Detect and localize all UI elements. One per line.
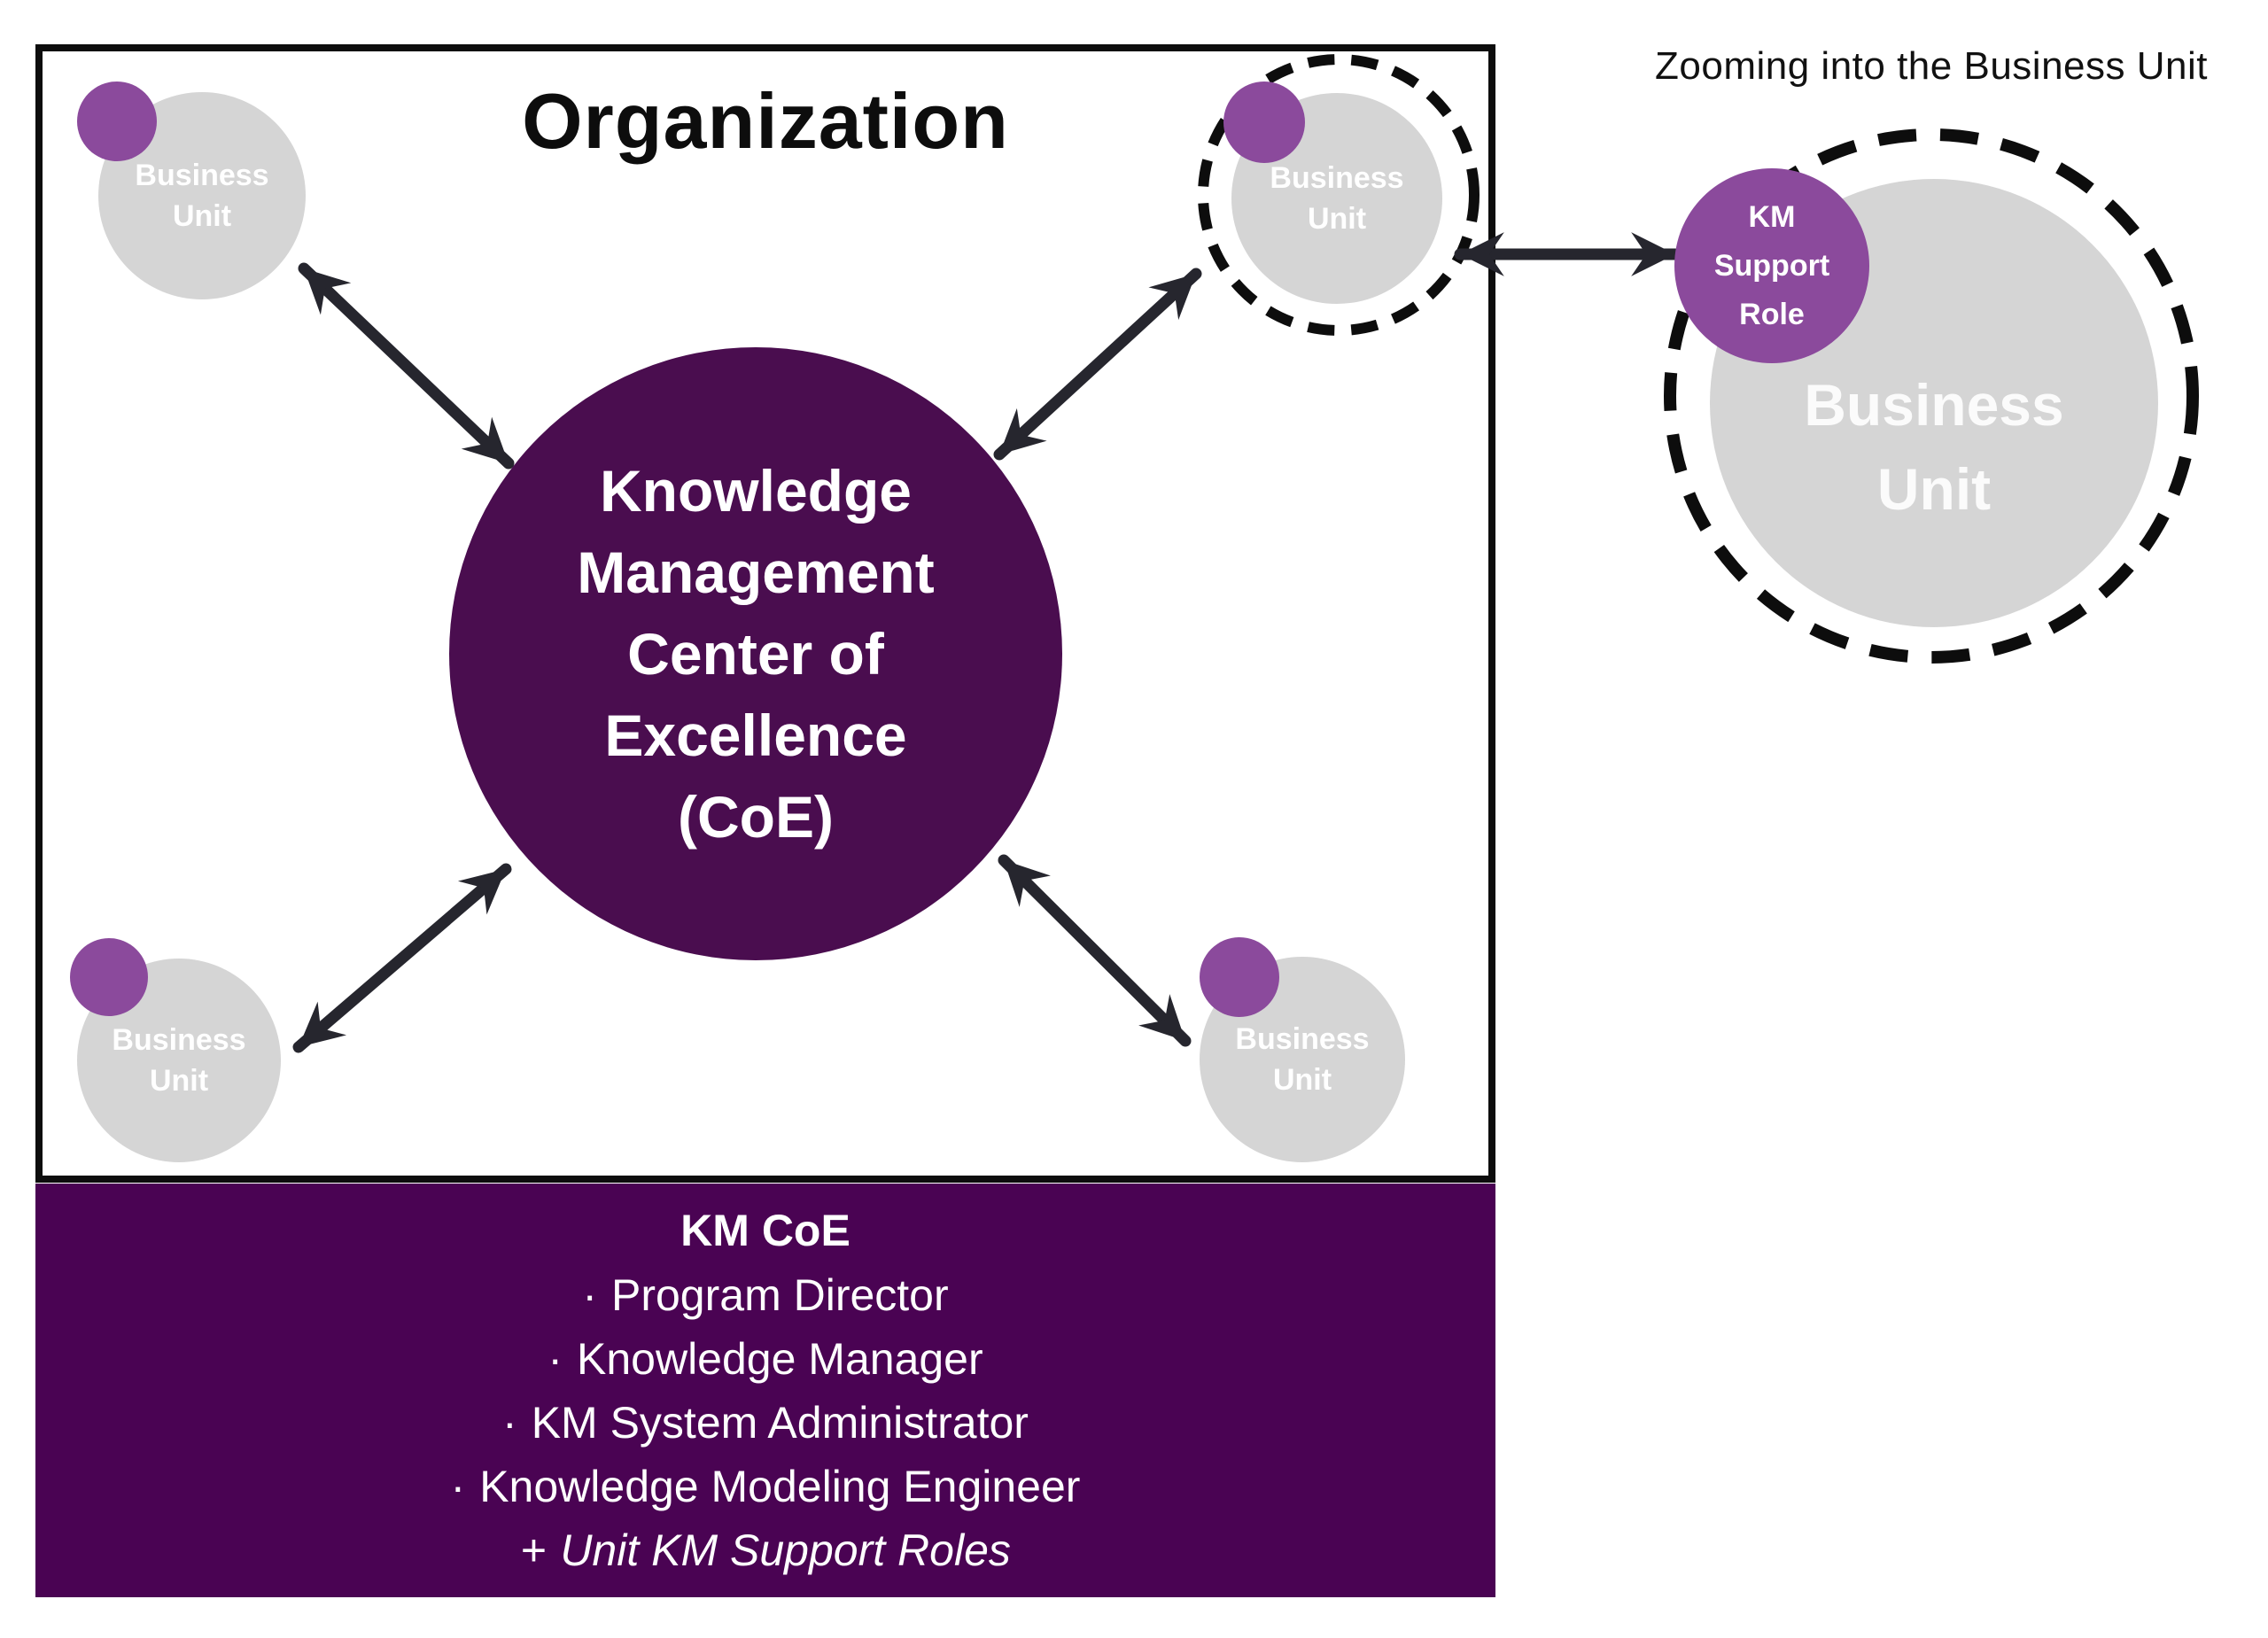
banner-role-list: · Program Director · Knowledge Manager · KM… xyxy=(35,1263,1495,1582)
role-text: Unit KM Support Roles xyxy=(560,1525,1011,1575)
bullet: · xyxy=(548,1334,563,1384)
coe-line: Excellence xyxy=(604,703,907,768)
bu-label-line2: Unit xyxy=(1876,456,1992,522)
bu-top-right-label: Business Unit xyxy=(1231,93,1442,304)
banner-role-item: · Program Director xyxy=(35,1263,1495,1327)
bu-label-line1: Business xyxy=(1804,372,2064,438)
bullet: + xyxy=(520,1525,547,1575)
bullet: · xyxy=(582,1270,597,1320)
bu-bottom-right-km-dot xyxy=(1200,937,1279,1017)
bu-label-line1: Business xyxy=(112,1023,246,1057)
bullet: · xyxy=(502,1398,517,1448)
zoom-bu-label: Business Unit xyxy=(1710,363,2158,532)
km-role-line: Support xyxy=(1713,248,1830,283)
bullet: · xyxy=(450,1462,466,1511)
coe-line: Knowledge xyxy=(599,458,912,524)
bu-bottom-left-km-dot xyxy=(70,938,148,1016)
bu-top-left-label: Business Unit xyxy=(98,92,306,299)
km-support-role-circle: KM Support Role xyxy=(1674,168,1869,363)
role-text: Knowledge Manager xyxy=(577,1334,983,1384)
organization-title: Organization xyxy=(522,77,1009,165)
coe-line: Management xyxy=(577,540,935,605)
km-role-line: Role xyxy=(1739,297,1805,331)
bu-label-line1: Business xyxy=(1235,1022,1370,1056)
role-text: Program Director xyxy=(611,1270,949,1320)
km-role-line: KM xyxy=(1748,199,1796,234)
banner-role-item: · Knowledge Manager xyxy=(35,1327,1495,1391)
bu-bottom-left-label: Business Unit xyxy=(77,959,281,1162)
role-text: KM System Administrator xyxy=(531,1398,1029,1448)
km-coe-banner: KM CoE · Program Director · Knowledge Mana… xyxy=(35,1184,1495,1597)
coe-line: (CoE) xyxy=(678,784,834,850)
bu-top-right-km-dot xyxy=(1223,82,1305,163)
bu-top-left-km-dot xyxy=(77,82,157,161)
bu-label-line1: Business xyxy=(135,159,269,192)
km-coe-circle: Knowledge Management Center of Excellenc… xyxy=(449,347,1062,960)
banner-role-item-unit-km: + Unit KM Support Roles xyxy=(35,1518,1495,1582)
bu-label-line2: Unit xyxy=(149,1064,209,1098)
bu-bottom-right-label: Business Unit xyxy=(1200,957,1405,1162)
bu-label-line2: Unit xyxy=(1307,202,1367,236)
zoom-panel-title: Zooming into the Business Unit xyxy=(1655,44,2208,88)
banner-role-item: · KM System Administrator xyxy=(35,1391,1495,1455)
banner-title: KM CoE xyxy=(680,1206,850,1255)
role-text: Knowledge Modeling Engineer xyxy=(479,1462,1081,1511)
bu-label-line2: Unit xyxy=(1272,1063,1332,1097)
bu-label-line1: Business xyxy=(1270,161,1404,195)
banner-role-item: · Knowledge Modeling Engineer xyxy=(35,1455,1495,1518)
bu-label-line2: Unit xyxy=(172,199,232,233)
coe-line: Center of xyxy=(627,621,884,687)
